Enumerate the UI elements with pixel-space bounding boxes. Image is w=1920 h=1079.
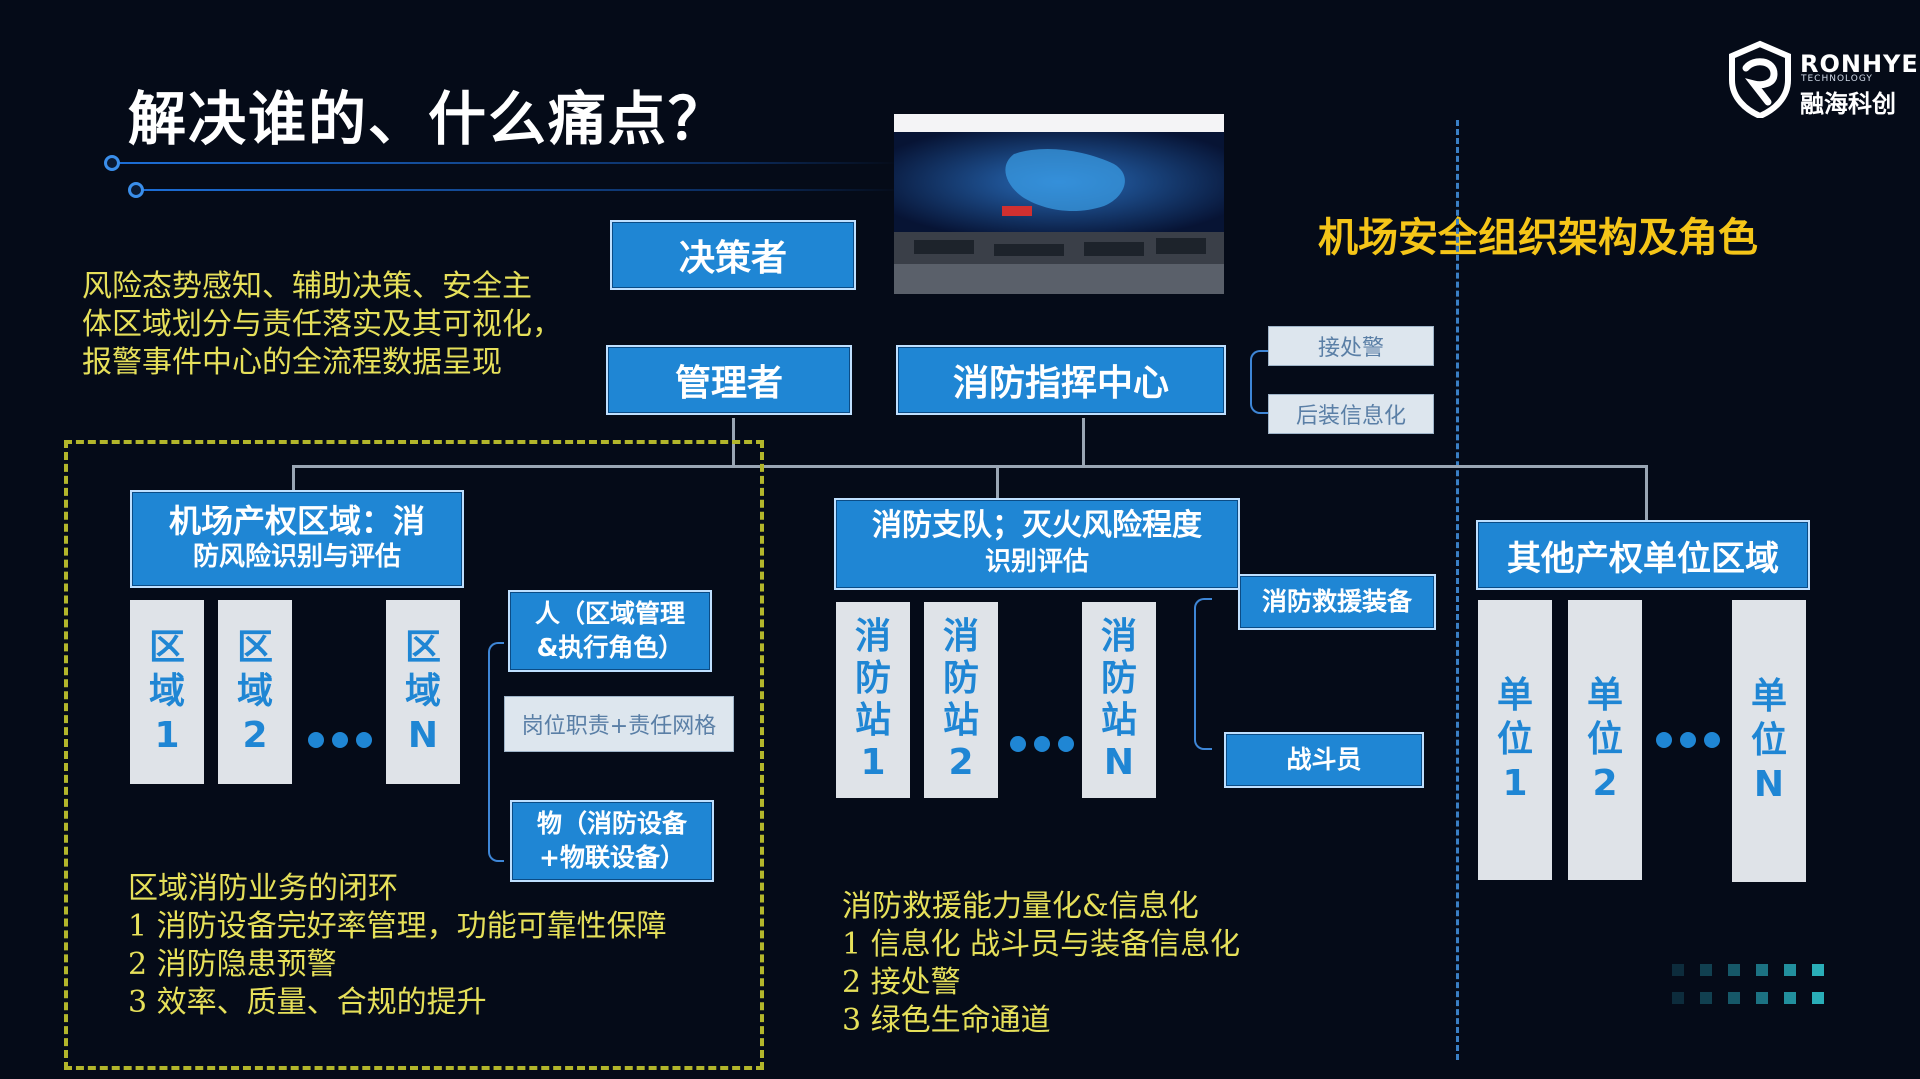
station-bracket <box>1194 598 1212 750</box>
decision-maker-box: 决策者 <box>610 220 856 290</box>
title-underline-2 <box>134 189 904 191</box>
deco-square <box>1784 992 1796 1004</box>
other-property-units-box: 其他产权单位区域 <box>1476 520 1810 590</box>
deco-square <box>1812 992 1824 1004</box>
airport-loop-text: 区域消防业务的闭环 1 消防设备完好率管理，功能可靠性保障 2 消防隐患预警 3… <box>128 871 667 1020</box>
deco-square <box>1756 964 1768 976</box>
firefighter-box: 战斗员 <box>1224 732 1424 788</box>
unit-column-1: 单 位 1 <box>1478 600 1552 880</box>
logo-text-sub: TECHNOLOGY <box>1801 74 1873 84</box>
fire-brigade-box: 消防支队；灭火风险程度 识别评估 <box>834 498 1240 590</box>
connector-to-brigade <box>996 465 999 500</box>
zone-bracket <box>488 642 504 862</box>
deco-square <box>1784 964 1796 976</box>
zone-column-1: 区 域 1 <box>130 600 204 784</box>
alarm-handling-tag: 接处警 <box>1268 326 1434 366</box>
fire-command-center-box: 消防指挥中心 <box>896 345 1226 415</box>
deco-square <box>1700 964 1712 976</box>
connector-to-airport <box>292 465 295 495</box>
connector-main-horizontal <box>292 465 1648 468</box>
manager-box: 管理者 <box>606 345 852 415</box>
deco-square <box>1672 964 1684 976</box>
title-underline-dot-1 <box>104 155 120 171</box>
command-center-photo <box>894 114 1224 294</box>
section-divider <box>1456 120 1459 1060</box>
person-role-box: 人（区域管理 &执行角色） <box>508 590 712 672</box>
title-underline-1 <box>110 162 900 164</box>
deco-square <box>1700 992 1712 1004</box>
connector-to-other <box>1645 465 1648 520</box>
rescue-equipment-box: 消防救援装备 <box>1238 574 1436 630</box>
deco-square <box>1672 992 1684 1004</box>
unit-column-2: 单 位 2 <box>1568 600 1642 880</box>
logo-text-cn: 融海科创 <box>1800 90 1896 118</box>
page-title: 解决谁的、什么痛点？ <box>128 85 729 153</box>
airport-property-zone-box: 机场产权区域：消 防风险识别与评估 <box>130 490 464 588</box>
title-underline-dot-2 <box>128 182 144 198</box>
unit-column-n: 单 位 N <box>1732 600 1806 882</box>
airport-region-frame <box>64 440 764 1070</box>
deco-square <box>1728 964 1740 976</box>
station-column-1: 消 防 站 1 <box>836 602 910 798</box>
connector-command-down <box>1082 418 1085 468</box>
top-left-text: 风险态势感知、辅助决策、安全主 体区域划分与责任落实及其可视化， 报警事件中心的… <box>82 269 562 380</box>
logo-text-en: RONHYE <box>1800 50 1919 78</box>
zone-column-n: 区 域 N <box>386 600 460 784</box>
duty-grid-tag: 岗位职责+责任网格 <box>504 696 734 752</box>
deco-square <box>1728 992 1740 1004</box>
equipment-iot-box: 物（消防设备 +物联设备） <box>510 800 714 882</box>
command-bracket <box>1250 350 1268 414</box>
deco-square <box>1756 992 1768 1004</box>
station-column-2: 消 防 站 2 <box>924 602 998 798</box>
zone-ellipsis <box>308 732 372 748</box>
side-title: 机场安全组织架构及角色 <box>1318 215 1758 261</box>
station-column-n: 消 防 站 N <box>1082 602 1156 798</box>
deco-square <box>1812 964 1824 976</box>
logo-icon <box>1729 40 1791 118</box>
retrofit-informatization-tag: 后装信息化 <box>1268 394 1434 434</box>
brigade-capability-text: 消防救援能力量化&信息化 1 信息化 战斗员与装备信息化 2 接处警 3 绿色生… <box>842 889 1241 1038</box>
unit-ellipsis <box>1656 732 1720 748</box>
station-ellipsis <box>1010 736 1074 752</box>
zone-column-2: 区 域 2 <box>218 600 292 784</box>
